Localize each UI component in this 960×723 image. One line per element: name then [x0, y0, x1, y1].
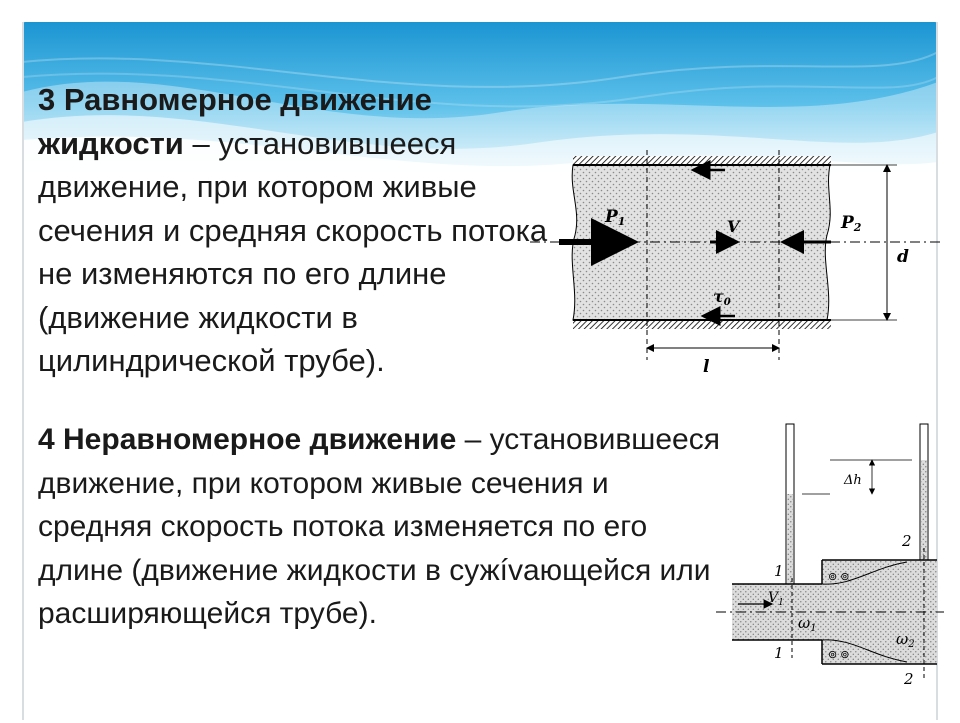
- section-2-top-label: 2: [901, 532, 912, 550]
- velocity-label: V: [727, 217, 741, 236]
- uniform-flow-text: – установившееся движение, при котором ж…: [38, 125, 548, 379]
- vortex-icon-top: ⊚ ⊚: [828, 571, 850, 583]
- section-1-top-label: 1: [774, 562, 784, 580]
- uniform-flow-title: 3 Равномерное движение жидкости: [38, 82, 432, 161]
- section-1-bottom-label: 1: [774, 644, 784, 662]
- nonuniform-flow-title: 4 Неравномерное движение: [38, 423, 457, 456]
- uniform-pipe-diagram: P1 V P2 τ0 d l: [525, 150, 945, 385]
- nonuniform-flow-definition: 4 Неравномерное движение – установившеес…: [38, 418, 728, 636]
- velocity-v1-label: V1: [768, 590, 784, 608]
- length-label: l: [703, 357, 710, 377]
- nonuniform-flow-text: – установившееся движение, при котором ж…: [38, 423, 720, 630]
- frame-left-border: [22, 22, 24, 720]
- contraction-pipe-diagram: ⊚ ⊚ ⊚ ⊚ Δh 1 1 2 2 V1 ω1 ω2: [712, 418, 947, 723]
- diameter-label: d: [897, 247, 909, 267]
- section-2-bottom-label: 2: [903, 670, 914, 688]
- frame-right-border: [936, 22, 938, 720]
- p1-label: P1: [604, 207, 625, 228]
- dh-label: Δh: [843, 473, 862, 488]
- p2-label: P2: [840, 213, 862, 234]
- omega2-label: ω2: [896, 630, 915, 650]
- vortex-icon-bottom: ⊚ ⊚: [828, 649, 850, 661]
- tau0-label: τ0: [713, 287, 731, 308]
- omega1-label: ω1: [798, 614, 817, 634]
- uniform-flow-definition: 3 Равномерное движение жидкости – устано…: [38, 78, 548, 383]
